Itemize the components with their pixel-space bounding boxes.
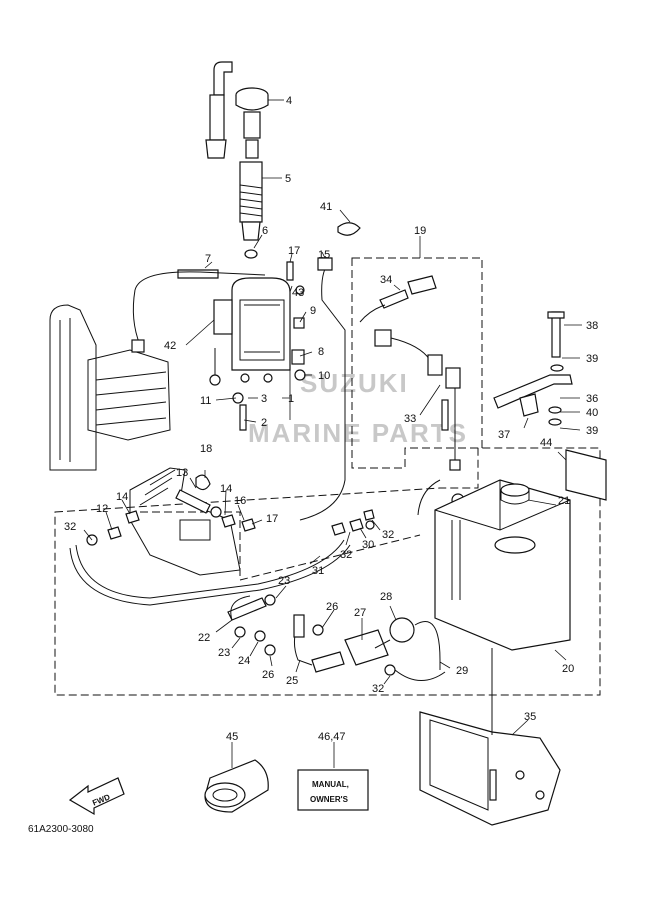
callout-24: 24 xyxy=(238,655,250,667)
clip-41 xyxy=(337,222,361,236)
owners-manual-box xyxy=(297,769,369,811)
callout-43: 43 xyxy=(292,287,304,299)
callout-5: 5 xyxy=(285,173,291,185)
oil-pump-assembly xyxy=(293,614,446,681)
filler-pipe-assembly xyxy=(205,61,269,259)
clip-18 xyxy=(195,474,211,491)
callout-23-bottom: 23 xyxy=(218,647,230,659)
callout-12: 12 xyxy=(96,503,108,515)
callout-8: 8 xyxy=(318,346,324,358)
callout-16: 16 xyxy=(234,495,246,507)
callout-7: 7 xyxy=(205,253,211,265)
callout-30: 30 xyxy=(362,539,374,551)
callout-45: 45 xyxy=(226,731,238,743)
hose-22 xyxy=(227,597,267,621)
callout-42: 42 xyxy=(164,340,176,352)
callout-3: 3 xyxy=(261,393,267,405)
callout-19: 19 xyxy=(414,225,426,237)
fittings-row xyxy=(86,506,396,676)
leader-lines xyxy=(83,99,582,768)
callout-13: 13 xyxy=(176,467,188,479)
callout-25: 25 xyxy=(286,675,298,687)
bracket-36 xyxy=(493,311,573,426)
callout-31: 31 xyxy=(312,565,324,577)
callout-18: 18 xyxy=(200,443,212,455)
callout-37: 37 xyxy=(498,429,510,441)
callout-33: 33 xyxy=(404,413,416,425)
callout-27: 27 xyxy=(354,607,366,619)
callout-6: 6 xyxy=(262,225,268,237)
callout-4: 4 xyxy=(286,95,292,107)
reservoir-tank xyxy=(209,277,291,431)
callout-38: 38 xyxy=(586,320,598,332)
dashed-boundary-hose-group xyxy=(140,511,421,581)
callout-39-top: 39 xyxy=(586,353,598,365)
watermark-line1: SUZUKI xyxy=(300,368,409,398)
diagram-code: 61A2300-3080 xyxy=(28,824,94,835)
bolt-9 xyxy=(293,317,305,329)
watermark-line2: MARINE PARTS xyxy=(248,418,468,448)
callout-26-top: 26 xyxy=(326,601,338,613)
oil-tank xyxy=(417,479,571,651)
callout-10: 10 xyxy=(318,370,330,382)
callout-15: 15 xyxy=(318,249,330,261)
mounting-plate-35 xyxy=(419,648,561,826)
dashed-boundary-lower-group xyxy=(54,447,601,696)
callout-46-47: 46,47 xyxy=(318,731,346,743)
callout-35: 35 xyxy=(524,711,536,723)
grommet-10 xyxy=(294,369,306,381)
manual-line1: MANUAL, xyxy=(312,780,349,789)
callout-44: 44 xyxy=(540,437,552,449)
clip-17-top xyxy=(286,261,294,281)
callout-9: 9 xyxy=(310,305,316,317)
callout-34: 34 xyxy=(380,274,392,286)
callout-20: 20 xyxy=(562,663,574,675)
callout-23-top: 23 xyxy=(278,575,290,587)
hose-31 xyxy=(69,544,351,606)
callout-11: 11 xyxy=(200,395,211,407)
boot-45 xyxy=(204,759,269,813)
callout-29: 29 xyxy=(456,665,468,677)
callout-2: 2 xyxy=(261,417,267,429)
callout-22: 22 xyxy=(198,632,210,644)
manual-line2: OWNER'S xyxy=(310,795,349,804)
callout-39-bottom: 39 xyxy=(586,425,598,437)
callout-1: 1 xyxy=(288,393,294,405)
callout-28: 28 xyxy=(380,591,392,603)
dashed-boundary-sensor-group xyxy=(351,257,483,469)
hose-13 xyxy=(175,489,211,514)
callout-36: 36 xyxy=(586,393,598,405)
callout-32-right: 32 xyxy=(382,529,394,541)
callout-14-left: 14 xyxy=(116,491,128,503)
callout-41: 41 xyxy=(320,201,332,213)
callout-21: 21 xyxy=(558,495,570,507)
callout-32-left: 32 xyxy=(64,521,76,533)
callout-32-mid: 32 xyxy=(340,549,352,561)
callout-labels: 4 5 6 7 17 15 41 19 43 9 8 10 42 3 1 2 1… xyxy=(64,95,598,743)
label-plate-44 xyxy=(565,449,607,501)
sensor-8 xyxy=(291,349,305,365)
callout-40: 40 xyxy=(586,407,598,419)
fwd-arrow-icon: FWD xyxy=(68,777,125,816)
callout-26-bottom: 26 xyxy=(262,669,274,681)
engine-outline xyxy=(49,289,171,471)
callout-17-top: 17 xyxy=(288,245,300,257)
lower-engine-block xyxy=(129,467,241,576)
callout-32-bottom: 32 xyxy=(372,683,384,695)
callout-14-right: 14 xyxy=(220,483,232,495)
callout-17-mid: 17 xyxy=(266,513,278,525)
hose-7 xyxy=(177,269,219,279)
